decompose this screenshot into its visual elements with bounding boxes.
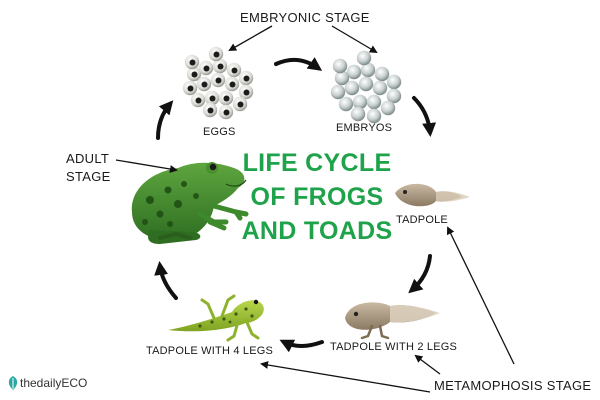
embryo bbox=[387, 75, 401, 89]
eggs-label: EGGS bbox=[203, 126, 236, 138]
pointer-metamorphosis-to-tadpole bbox=[448, 228, 514, 364]
egg-yolk bbox=[244, 76, 250, 82]
egg-yolk bbox=[196, 98, 202, 104]
title-line-3: AND TOADS bbox=[232, 214, 402, 248]
egg-yolk bbox=[192, 72, 198, 78]
embryo bbox=[345, 81, 359, 95]
tadpole-with-2-legs-illustration bbox=[345, 302, 440, 338]
adult-stage-label-line2: STAGE bbox=[66, 168, 111, 186]
cycle-arrow-eggs-to-embryos bbox=[276, 60, 318, 68]
tadpole-with-2-legs-label: TADPOLE WITH 2 LEGS bbox=[330, 341, 457, 353]
embryo bbox=[373, 81, 387, 95]
embryo bbox=[331, 85, 345, 99]
egg-yolk bbox=[224, 96, 230, 102]
adult-frog-illustration bbox=[132, 162, 246, 244]
egg-yolk bbox=[204, 66, 210, 72]
diagram-title: LIFE CYCLE OF FROGS AND TOADS bbox=[232, 146, 402, 248]
embryo bbox=[381, 101, 395, 115]
embryo bbox=[357, 51, 371, 65]
embryos-illustration bbox=[331, 51, 401, 123]
egg-yolk bbox=[238, 102, 244, 108]
title-line-1: LIFE CYCLE bbox=[232, 146, 402, 180]
cycle-arrow-tadpole-to-2-legs bbox=[412, 256, 430, 290]
embryos-label: EMBRYOS bbox=[336, 122, 392, 134]
pointer-metamorphosis-to-4-legs bbox=[262, 364, 430, 392]
egg-yolk bbox=[190, 60, 196, 66]
title-line-2: OF FROGS bbox=[232, 180, 402, 214]
pointer-embryonic-to-embryos bbox=[332, 26, 376, 52]
egg-yolk bbox=[224, 110, 230, 116]
leaf-icon bbox=[6, 375, 20, 391]
egg-yolk bbox=[202, 82, 208, 88]
brand-logo: thedailyECO bbox=[6, 375, 87, 391]
embryo bbox=[339, 97, 353, 111]
logo-text: thedailyECO bbox=[20, 376, 87, 390]
pointer-embryonic-to-eggs bbox=[230, 26, 272, 50]
pointer-metamorphosis-to-2-legs bbox=[416, 356, 440, 374]
embryo bbox=[351, 107, 365, 121]
tadpole-label: TADPOLE bbox=[396, 214, 448, 226]
embryo bbox=[353, 95, 367, 109]
cycle-arrow-2-legs-to-4-legs bbox=[284, 342, 322, 346]
embryo bbox=[347, 65, 361, 79]
egg-yolk bbox=[216, 78, 222, 84]
adult-stage-label: ADULT STAGE bbox=[66, 150, 111, 186]
embryonic-stage-label: EMBRYONIC STAGE bbox=[240, 10, 370, 25]
tadpole-illustration bbox=[395, 184, 470, 206]
adult-stage-label-line1: ADULT bbox=[66, 150, 111, 168]
pointer-adult-stage-to-frog bbox=[116, 160, 176, 170]
eggs-illustration bbox=[183, 47, 253, 119]
egg-yolk bbox=[208, 108, 214, 114]
egg-yolk bbox=[214, 52, 220, 58]
egg-yolk bbox=[244, 90, 250, 96]
embryo bbox=[367, 95, 381, 109]
metamorphosis-stage-label: METAMOPHOSIS STAGE bbox=[434, 378, 591, 393]
egg-yolk bbox=[188, 86, 194, 92]
cycle-arrow-adult-to-eggs bbox=[158, 104, 170, 138]
egg-yolk bbox=[232, 68, 238, 74]
tadpole-with-4-legs-illustration bbox=[168, 296, 264, 340]
embryo bbox=[333, 59, 347, 73]
cycle-arrow-embryos-to-tadpole bbox=[414, 98, 430, 132]
egg-yolk bbox=[230, 82, 236, 88]
embryo bbox=[359, 77, 373, 91]
egg-yolk bbox=[210, 96, 216, 102]
tadpole-with-4-legs-label: TADPOLE WITH 4 LEGS bbox=[146, 345, 273, 357]
embryo bbox=[375, 67, 389, 81]
egg-yolk bbox=[218, 64, 224, 70]
cycle-arrow-4-legs-to-adult bbox=[160, 266, 176, 298]
